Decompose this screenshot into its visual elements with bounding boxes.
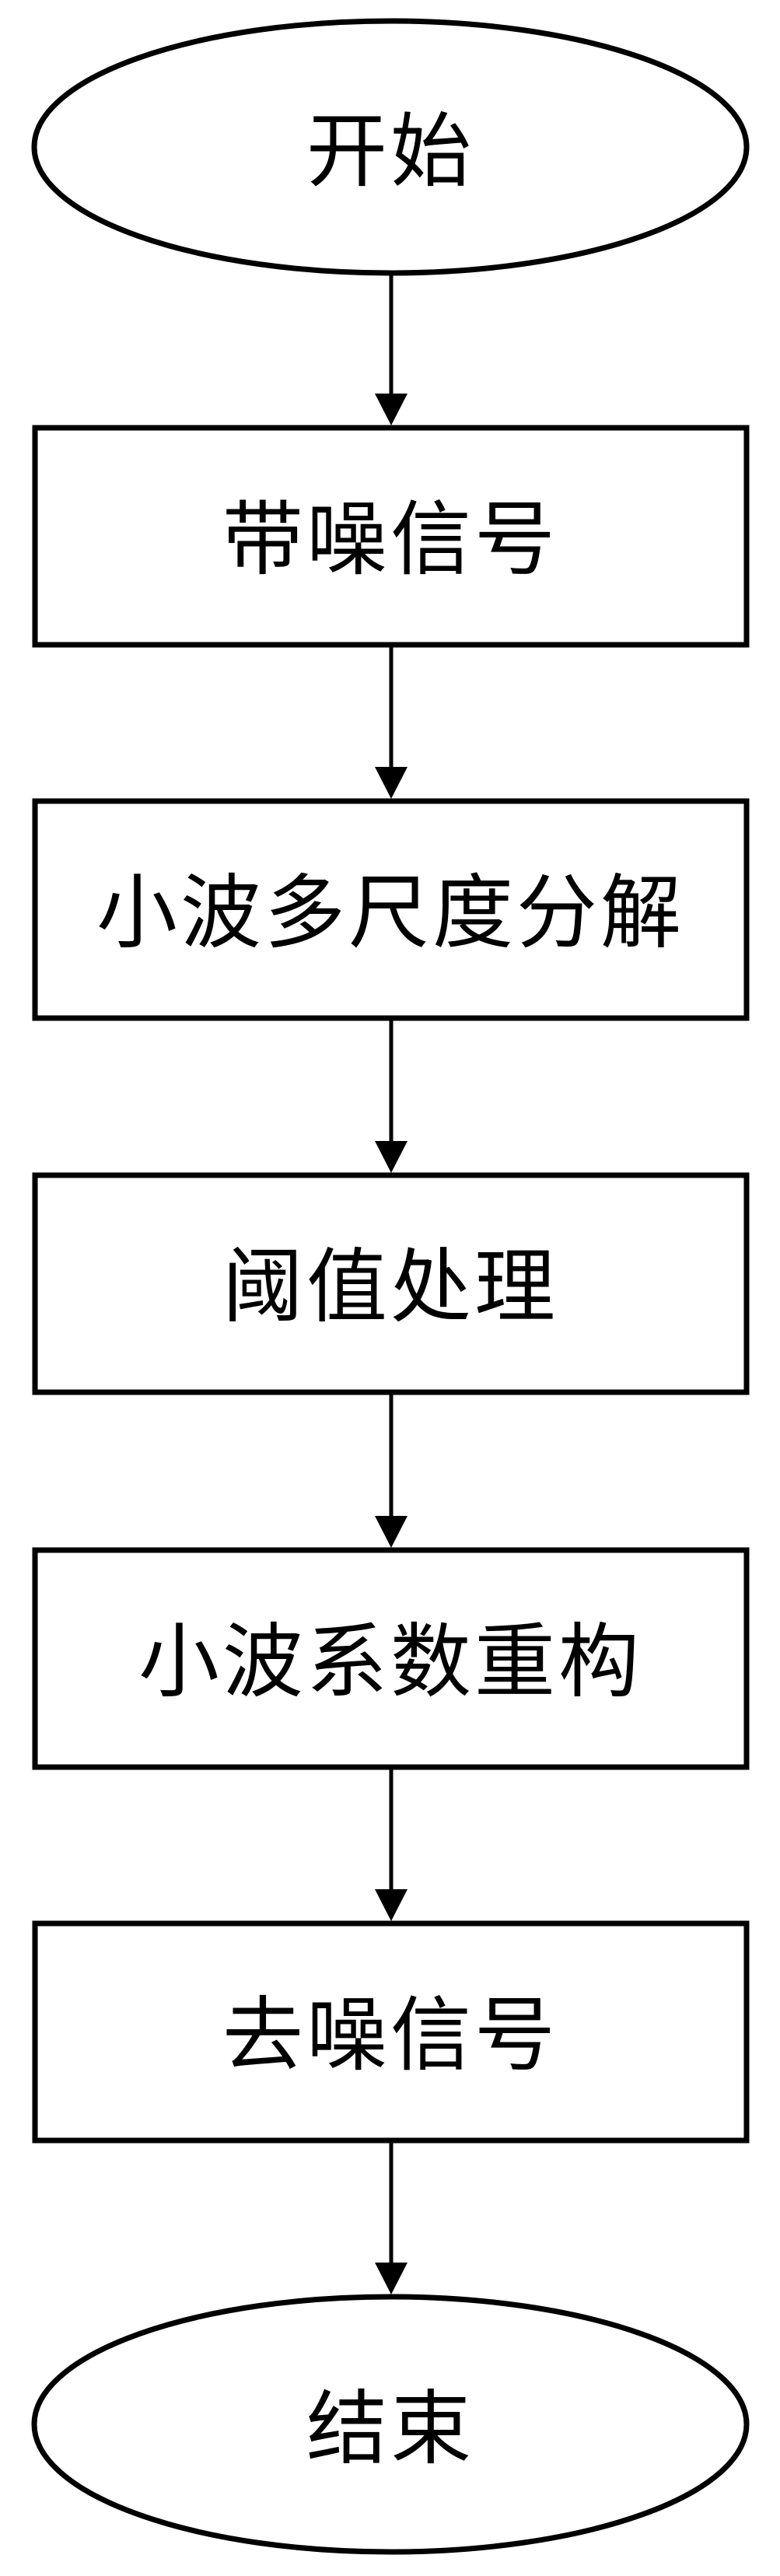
coefficient-reconstruction-rect-shape (32, 1547, 750, 1770)
threshold-processing-rect-shape (32, 1172, 750, 1395)
connector-start-to-noisy-signal (375, 275, 407, 425)
denoised-signal-label: 去噪信号 (222, 1992, 558, 2081)
node-start[interactable]: 开始 (31, 18, 750, 276)
end-ellipse-shape (31, 2294, 750, 2555)
node-wavelet-decomposition[interactable]: 小波多尺度分解 (32, 798, 750, 1021)
connector-coefficient-reconstruction-to-denoised-signal (375, 1769, 407, 1921)
denoised-signal-rect-shape (32, 1920, 750, 2144)
arrowhead-down-icon (375, 767, 407, 799)
start-label: 开始 (306, 108, 474, 198)
end-label: 结束 (306, 2385, 474, 2475)
wavelet-decomposition-label: 小波多尺度分解 (96, 870, 684, 959)
noisy-signal-label: 带噪信号 (222, 496, 558, 586)
node-noisy-signal[interactable]: 带噪信号 (32, 425, 750, 648)
connector-noisy-signal-to-wavelet-decomposition (375, 647, 407, 799)
wavelet-decomposition-rect-shape (32, 798, 750, 1021)
arrowhead-down-icon (375, 394, 407, 425)
noisy-signal-rect-shape (32, 425, 750, 648)
threshold-processing-label: 阈值处理 (222, 1244, 558, 1333)
node-coefficient-reconstruction[interactable]: 小波系数重构 (32, 1547, 750, 1770)
coefficient-reconstruction-label: 小波系数重构 (138, 1619, 642, 1708)
connector-threshold-processing-to-coefficient-reconstruction (375, 1395, 407, 1548)
connector-wavelet-decomposition-to-threshold-processing (375, 1020, 407, 1173)
node-denoised-signal[interactable]: 去噪信号 (32, 1920, 750, 2144)
node-end[interactable]: 结束 (31, 2294, 750, 2555)
arrowhead-down-icon (375, 1516, 407, 1548)
arrowhead-down-icon (375, 1889, 407, 1921)
arrowhead-down-icon (375, 1141, 407, 1173)
start-ellipse-shape (31, 18, 750, 276)
node-threshold-processing[interactable]: 阈值处理 (32, 1172, 750, 1395)
connector-denoised-signal-to-end (375, 2143, 407, 2294)
arrowhead-down-icon (375, 2263, 407, 2294)
